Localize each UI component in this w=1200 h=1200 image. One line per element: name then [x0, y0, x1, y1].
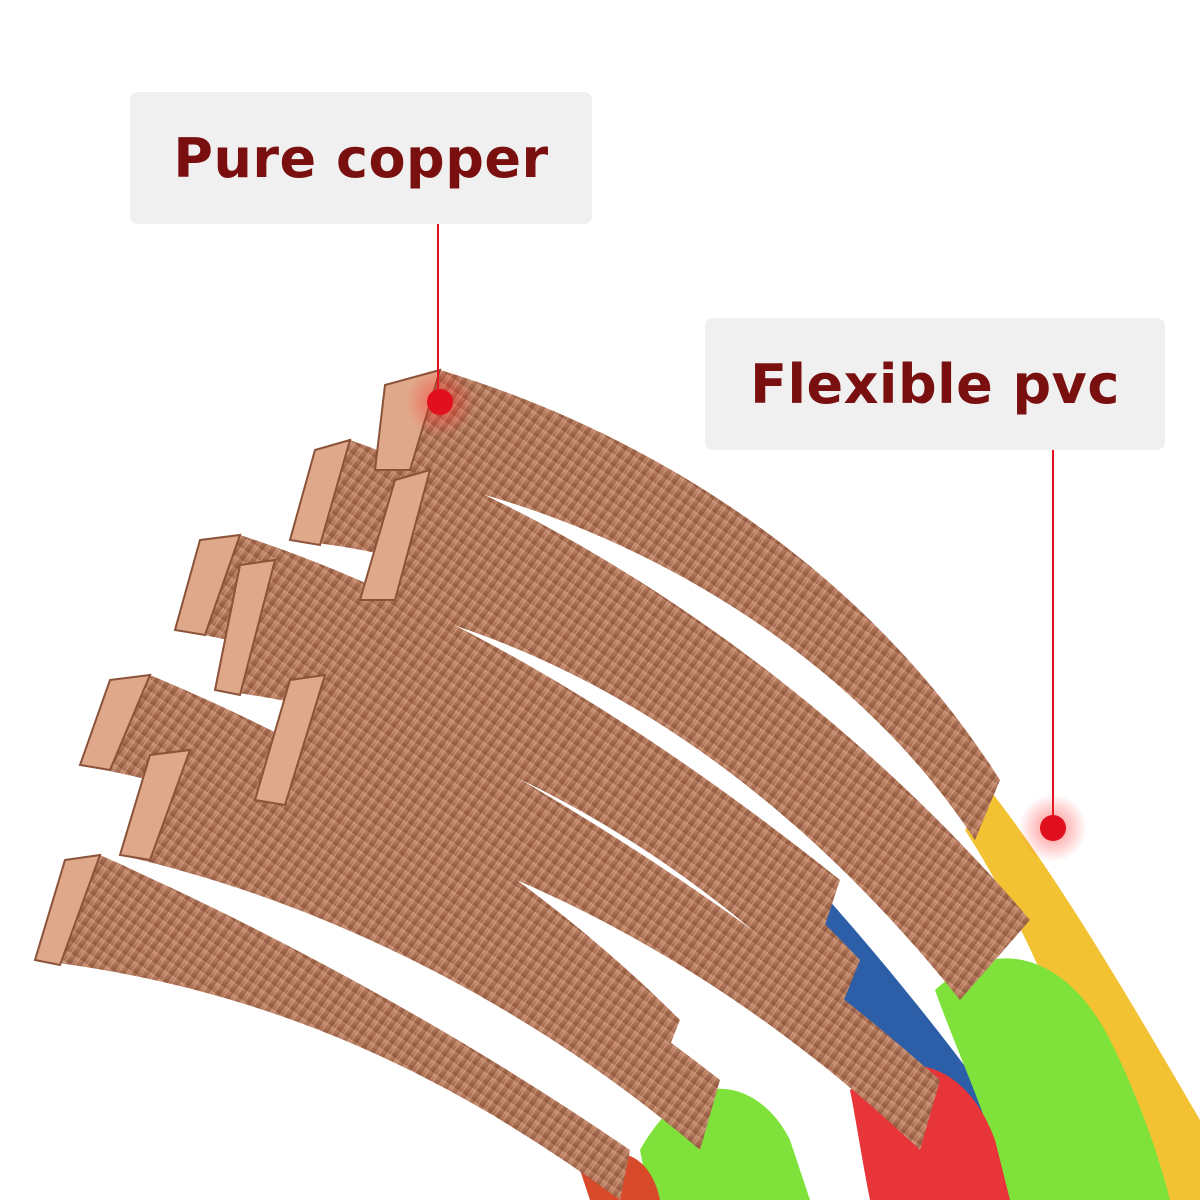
copper-bundle-3: [360, 470, 1030, 1000]
copper-bundle-9: [35, 855, 630, 1200]
pure-copper-label: Pure copper: [173, 126, 549, 190]
strand-ends: [33, 368, 442, 967]
copper-pointer-dot: [427, 389, 453, 415]
copper-bundle-7: [255, 675, 940, 1150]
copper-bundle-1: [375, 370, 1000, 840]
yellow-insulation: [965, 790, 1200, 1200]
copper-bundle-8: [120, 750, 720, 1150]
copper-bundle-5: [215, 560, 860, 1010]
flexible-pvc-label: Flexible pvc: [750, 352, 1120, 416]
pvc-pointer-dot: [1040, 815, 1066, 841]
flexible-pvc-callout: Flexible pvc: [705, 318, 1165, 450]
pure-copper-callout: Pure copper: [130, 92, 592, 224]
